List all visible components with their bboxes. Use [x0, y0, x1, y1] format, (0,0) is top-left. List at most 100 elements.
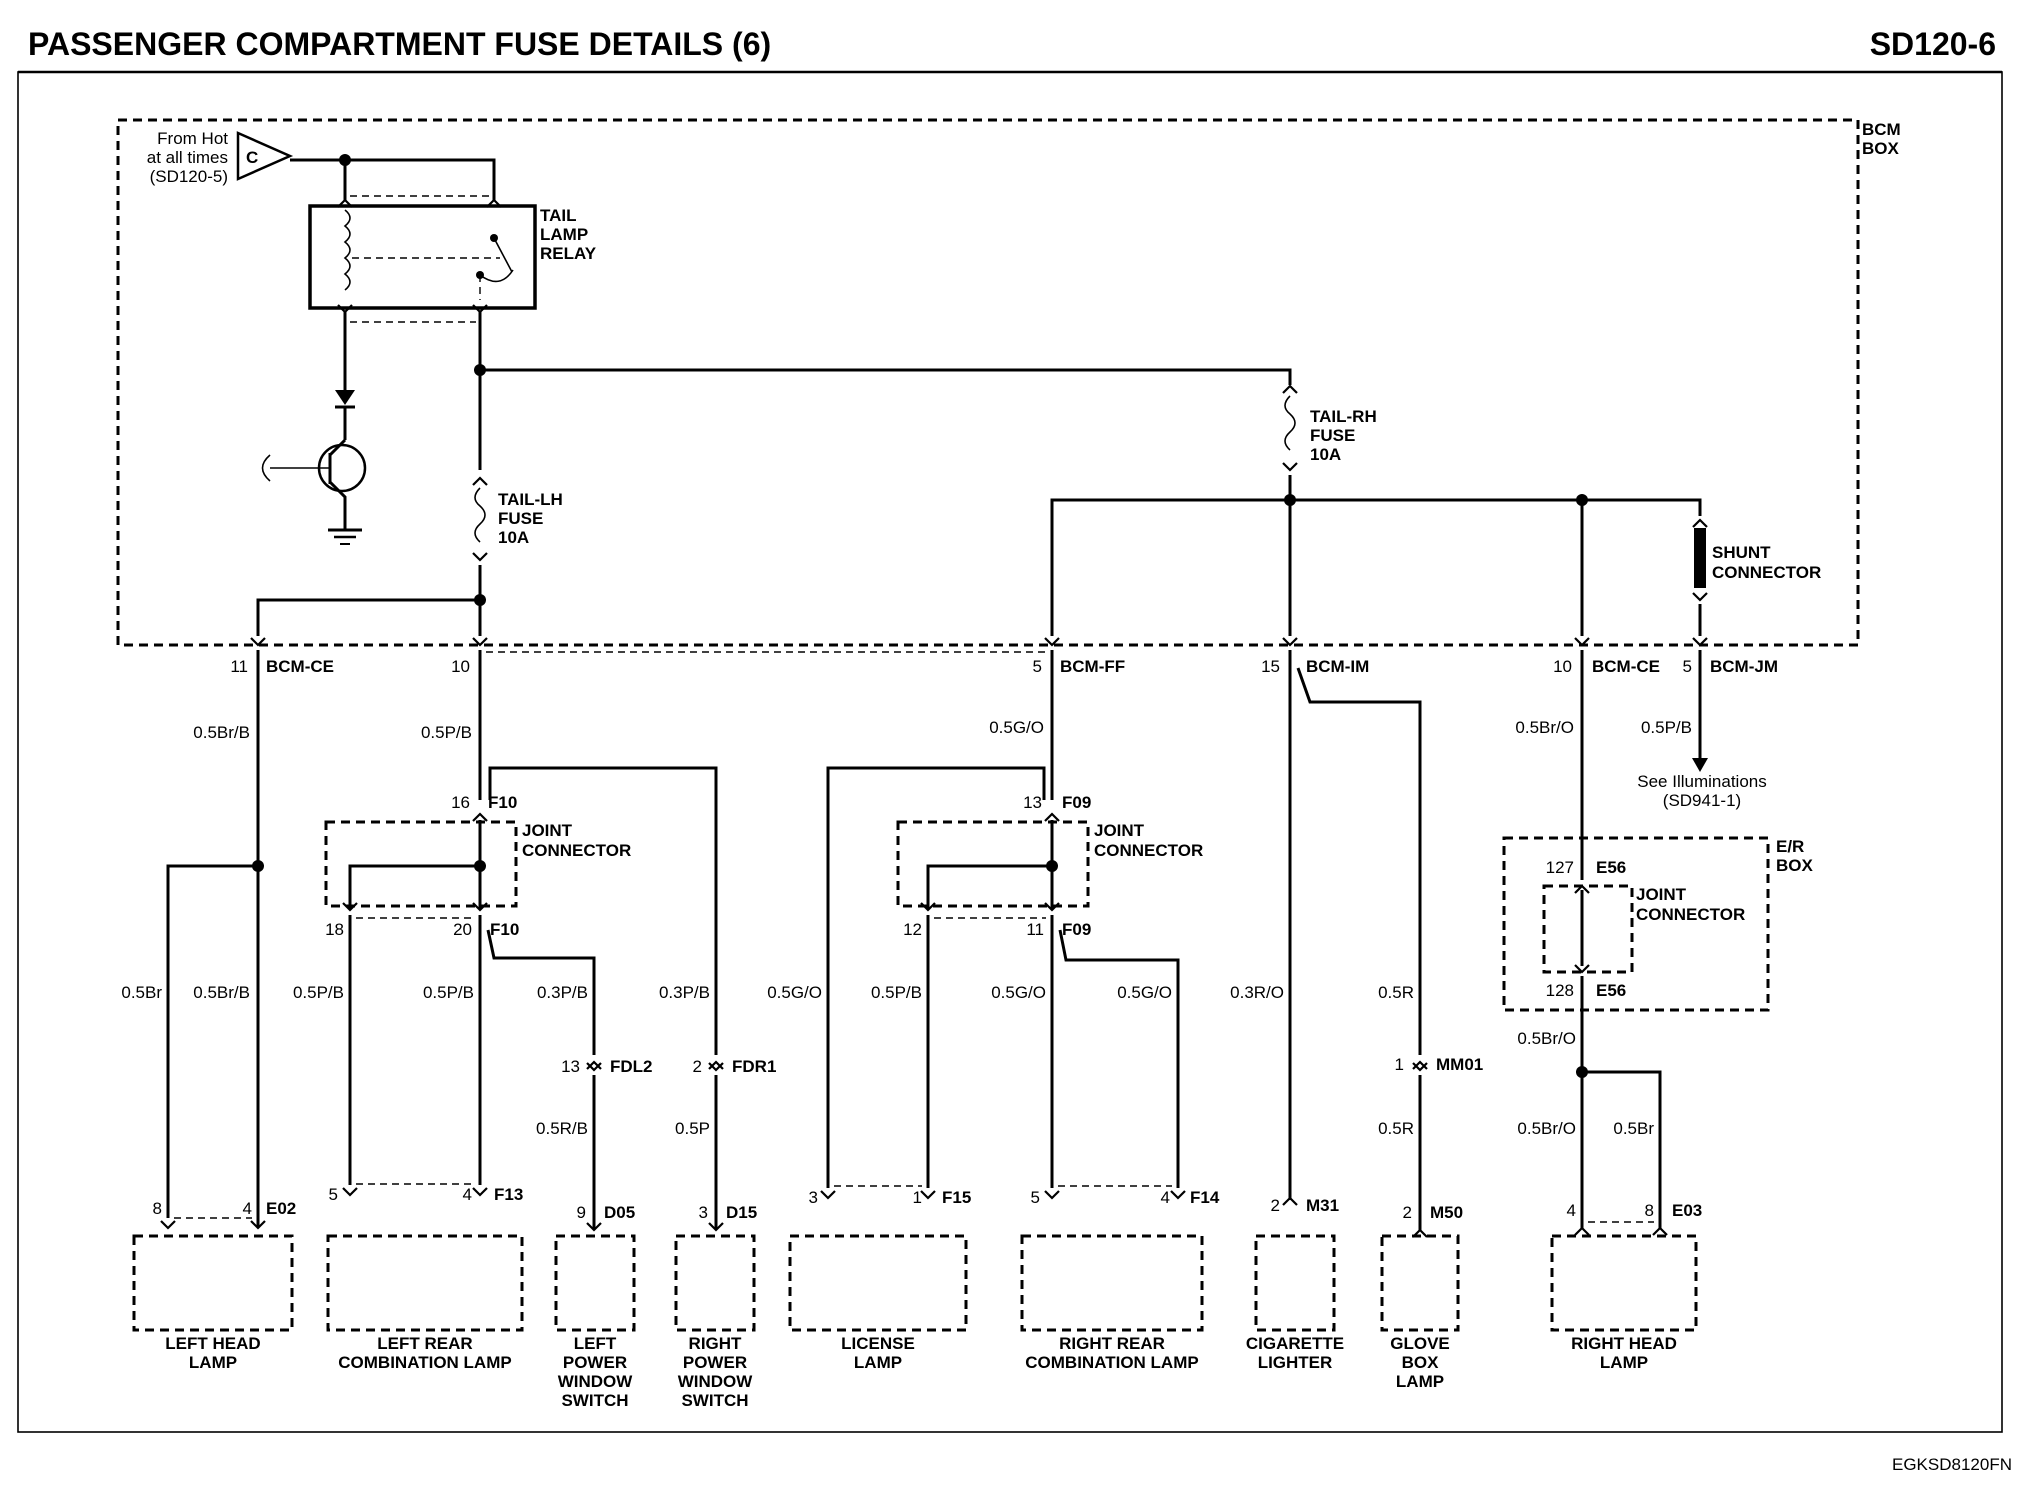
right-pw-switch-label-3: WINDOW	[678, 1372, 754, 1391]
f09-bot-r-pin: 11	[1026, 920, 1044, 939]
bcm-pin-6: 5	[1683, 657, 1692, 676]
m50-name: M50	[1430, 1203, 1463, 1222]
bcm-pin-1-name: BCM-CE	[266, 657, 334, 676]
tail-lamp-relay	[308, 204, 537, 310]
f10-top-name: F10	[488, 793, 517, 812]
shunt-label-2: CONNECTOR	[1712, 563, 1821, 582]
wire-label-w9: 0.5P/B	[423, 983, 474, 1002]
wire-label-w6: 0.5Br	[121, 983, 162, 1002]
e56-bot-name: E56	[1596, 981, 1626, 1000]
d05-name: D05	[604, 1203, 635, 1222]
bcm-box-outline	[116, 118, 1860, 647]
f09-bot-l-pin: 12	[903, 920, 922, 939]
joint-connector-f10	[324, 820, 518, 908]
wire-label-w7: 0.5Br/B	[193, 983, 250, 1002]
glove-box-lamp-label-1: GLOVE	[1390, 1334, 1450, 1353]
see-illuminations-1: See Illuminations	[1637, 772, 1766, 791]
wire-label-w13: 0.5P/B	[871, 983, 922, 1002]
f13-pin-a: 5	[329, 1185, 338, 1204]
e56-top-name: E56	[1596, 858, 1626, 877]
d05-pin: 9	[577, 1203, 586, 1222]
f09-bot-r-name: F09	[1062, 920, 1091, 939]
glove-box-lamp-label-3: LAMP	[1396, 1372, 1444, 1391]
right-rear-comb-label-1: RIGHT REAR	[1059, 1334, 1165, 1353]
e03-name: E03	[1672, 1201, 1702, 1220]
e56-bot-pin: 128	[1546, 981, 1574, 1000]
cig-lighter-label-2: LIGHTER	[1258, 1353, 1333, 1372]
page-id: SD120-6	[1870, 26, 1996, 62]
source-label-1: From Hot	[157, 129, 228, 148]
f15-name: F15	[942, 1188, 971, 1207]
bcm-pin-3-name: BCM-FF	[1060, 657, 1125, 676]
cig-lighter-box	[1254, 1234, 1336, 1332]
left-pw-switch-label-4: SWITCH	[561, 1391, 628, 1410]
right-head-lamp-box	[1550, 1234, 1698, 1332]
right-pw-switch-box	[674, 1234, 756, 1332]
tail-lh-fuse-label-2: FUSE	[498, 509, 543, 528]
tail-lh-fuse-label-1: TAIL-LH	[498, 490, 563, 509]
wire-label-w14: 0.5G/O	[991, 983, 1046, 1002]
bcm-box-label-2: BOX	[1862, 139, 1900, 158]
bcm-pin-5: 10	[1553, 657, 1572, 676]
glove-box-lamp-label-2: BOX	[1402, 1353, 1440, 1372]
wire-label-w21: 0.5Br/O	[1517, 1029, 1576, 1048]
f14-name: F14	[1190, 1188, 1220, 1207]
tail-lh-fuse-label-3: 10A	[498, 528, 529, 547]
left-head-lamp-label-2: LAMP	[189, 1353, 237, 1372]
wire-label-w4: 0.5Br/O	[1515, 718, 1574, 737]
d15-pin: 3	[699, 1203, 708, 1222]
wire-label-w23: 0.5Br	[1613, 1119, 1654, 1138]
tail-rh-fuse-label-2: FUSE	[1310, 426, 1355, 445]
f15-pin-a: 3	[809, 1188, 818, 1207]
right-rear-comb-label-2: COMBINATION LAMP	[1025, 1353, 1198, 1372]
bcm-pin-4-name: BCM-IM	[1306, 657, 1369, 676]
wire-label-w3: 0.5G/O	[989, 718, 1044, 737]
left-head-lamp-box	[132, 1234, 294, 1332]
wire-label-w11: 0.3P/B	[659, 983, 710, 1002]
er-box-outline	[1502, 836, 1770, 1012]
f10-bot-l-pin: 18	[325, 920, 344, 939]
left-rear-comb-label-2: COMBINATION LAMP	[338, 1353, 511, 1372]
left-pw-switch-label-3: WINDOW	[558, 1372, 634, 1391]
right-rear-comb-box	[1020, 1234, 1204, 1332]
f10-bot-r-name: F10	[490, 920, 519, 939]
joint-connector-e56-label-2: CONNECTOR	[1636, 905, 1745, 924]
right-pw-switch-label-1: RIGHT	[689, 1334, 743, 1353]
f09-top-pin: 13	[1023, 793, 1042, 812]
source-connector-letter: C	[246, 148, 258, 167]
bcm-pin-5-name: BCM-CE	[1592, 657, 1660, 676]
fdr1-name: FDR1	[732, 1057, 776, 1076]
wire-label-w5: 0.5P/B	[1641, 718, 1692, 737]
fdr1-pin: 2	[693, 1057, 702, 1076]
license-lamp-box	[788, 1234, 968, 1332]
tail-rh-fuse-label-1: TAIL-RH	[1310, 407, 1377, 426]
er-box-label-1: E/R	[1776, 837, 1804, 856]
see-illuminations-2: (SD941-1)	[1663, 791, 1741, 810]
e02-name: E02	[266, 1199, 296, 1218]
bcm-pin-4: 15	[1261, 657, 1280, 676]
left-head-lamp-label-1: LEFT HEAD	[165, 1334, 260, 1353]
bcm-pin-2: 10	[451, 657, 470, 676]
right-pw-switch-label-4: SWITCH	[681, 1391, 748, 1410]
left-pw-switch-box	[554, 1234, 636, 1332]
wire-label-w20: 0.5R	[1378, 1119, 1414, 1138]
license-lamp-label-1: LICENSE	[841, 1334, 915, 1353]
shunt-label-1: SHUNT	[1712, 543, 1771, 562]
bcm-pin-1: 11	[230, 657, 248, 676]
source-connector-c: C	[236, 131, 294, 181]
e56-top-pin: 127	[1546, 858, 1574, 877]
diode-icon	[335, 390, 355, 405]
cig-lighter-label-1: CIGARETTE	[1246, 1334, 1344, 1353]
f09-top-name: F09	[1062, 793, 1091, 812]
f10-bot-r-pin: 20	[453, 920, 472, 939]
source-label-3: (SD120-5)	[150, 167, 228, 186]
right-pw-switch-label-2: POWER	[683, 1353, 747, 1372]
joint-connector-e56	[1542, 884, 1634, 974]
wire-label-w10: 0.3P/B	[537, 983, 588, 1002]
wire-label-w2: 0.5P/B	[421, 723, 472, 742]
joint-connector-f10-label-1: JOINT	[522, 821, 573, 840]
joint-connector-f09-label-2: CONNECTOR	[1094, 841, 1203, 860]
left-rear-comb-box	[326, 1234, 524, 1332]
wire-label-w12: 0.5G/O	[767, 983, 822, 1002]
